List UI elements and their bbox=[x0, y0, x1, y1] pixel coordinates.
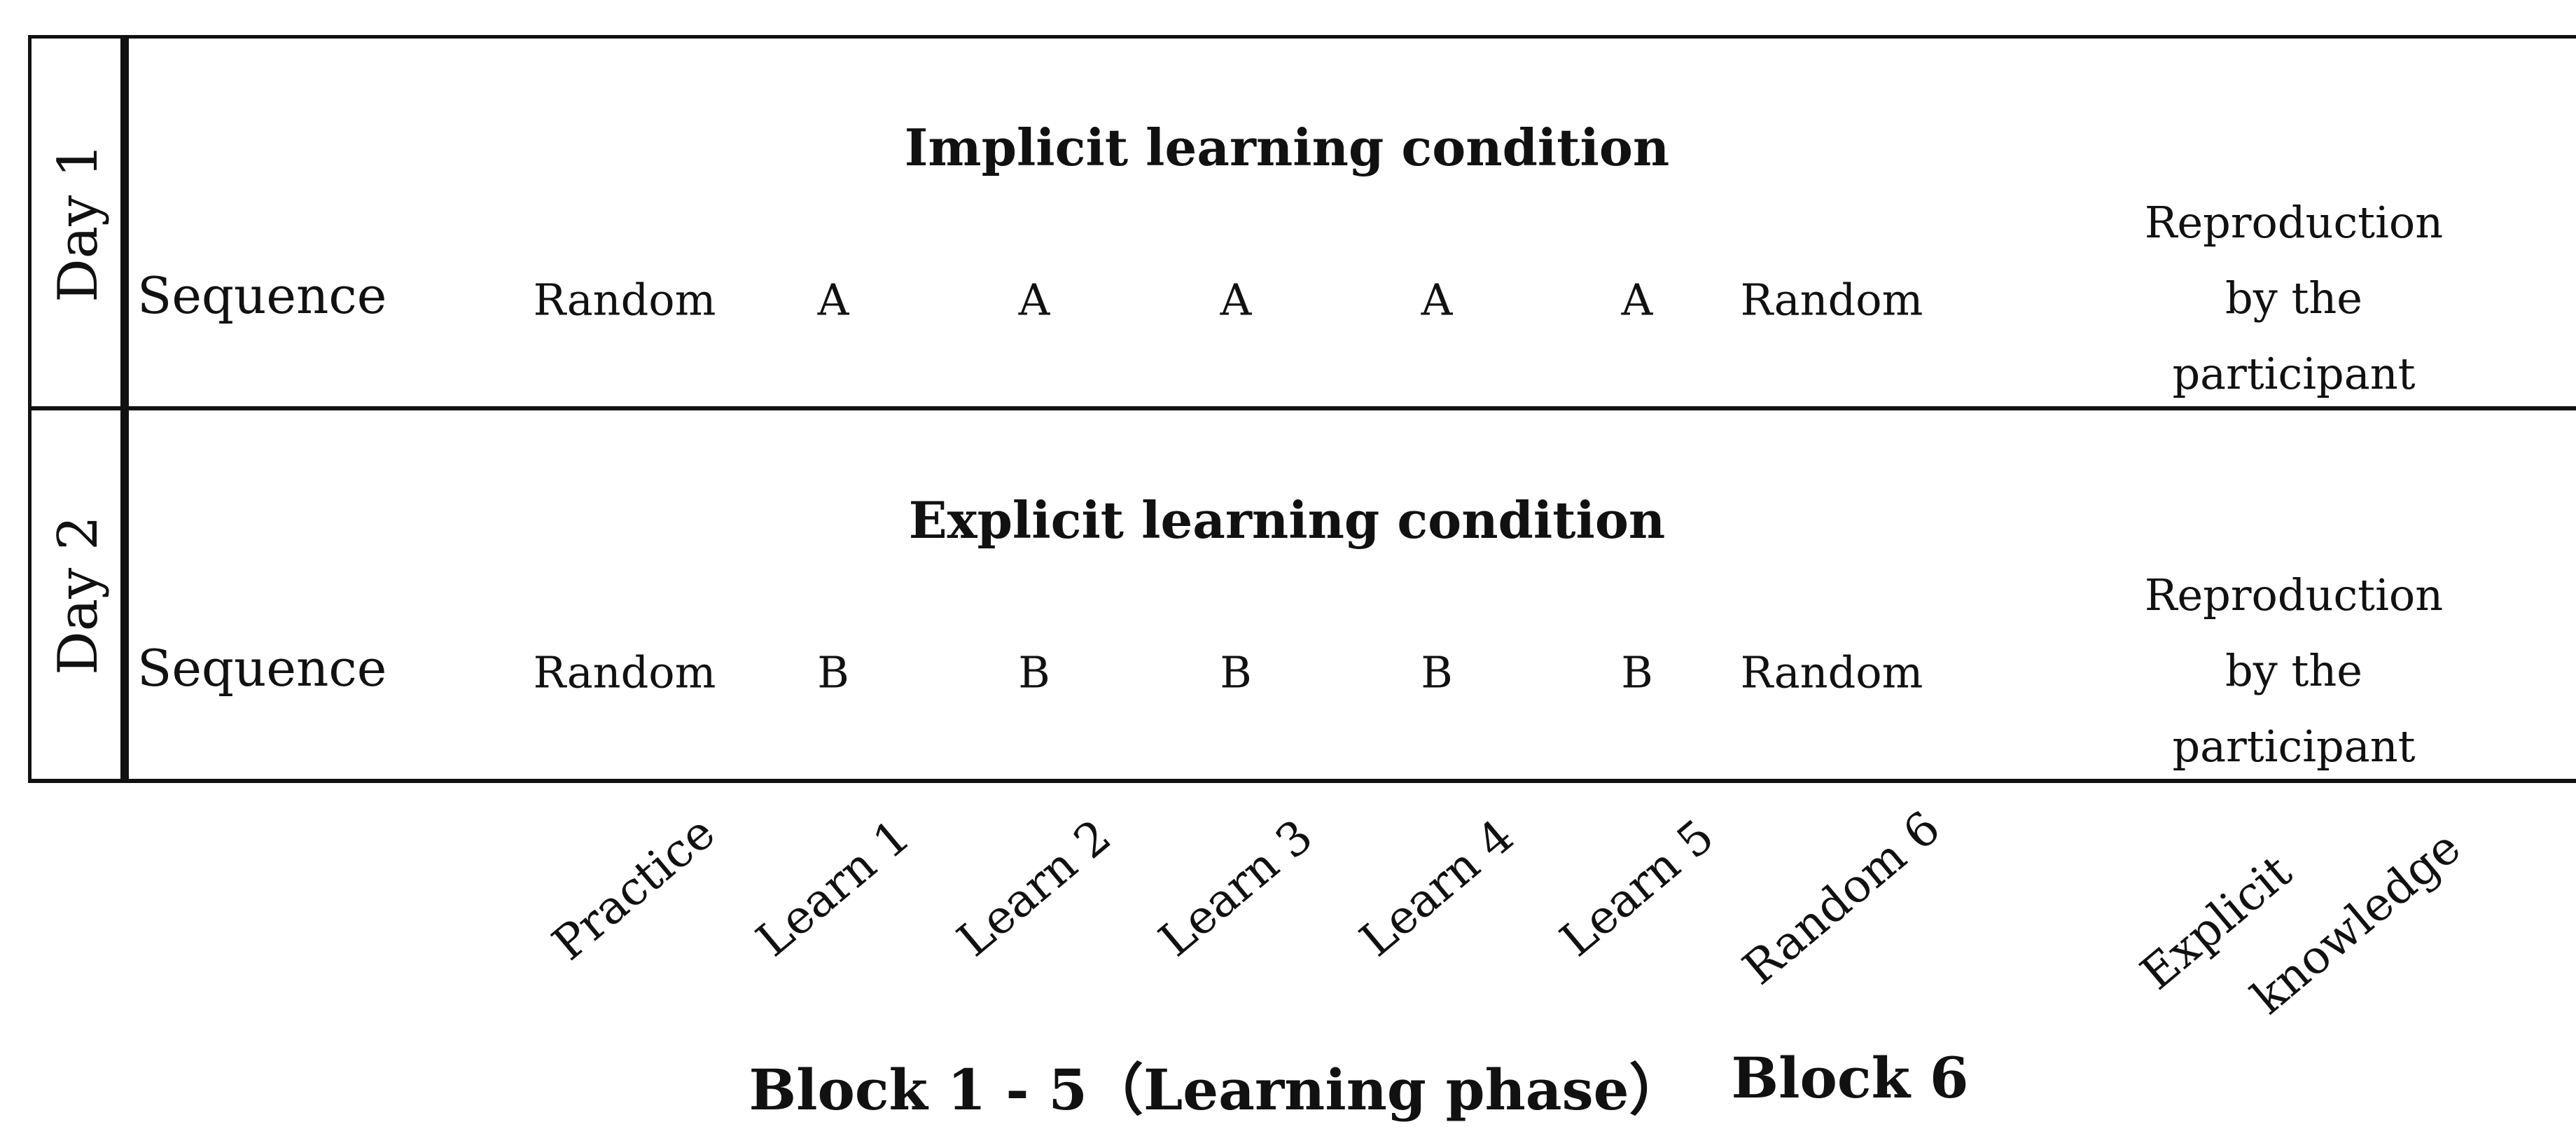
day-2-learn-1-cell: B bbox=[817, 646, 849, 698]
explicit-condition-title: Explicit learning condition bbox=[908, 490, 1666, 550]
day-1-practice-cell: Random bbox=[533, 274, 716, 326]
day-2-reproduction-cell: Reproduction by the participant bbox=[2144, 569, 2444, 772]
table-top-border bbox=[28, 35, 2576, 39]
sequence-label-day-2: Sequence bbox=[137, 639, 387, 698]
day-1-learn-3-cell: A bbox=[1220, 274, 1252, 326]
day-2-random-6-cell: Random bbox=[1740, 646, 1923, 698]
table-left-border bbox=[28, 35, 32, 783]
day-1-learn-1-cell: A bbox=[817, 274, 849, 326]
day-1-random-6-cell: Random bbox=[1740, 274, 1923, 326]
sequence-label-day-1: Sequence bbox=[137, 266, 387, 325]
learning-phase-group-label: Block 1 - 5（Learning phase） bbox=[749, 1057, 1685, 1123]
day-1-learn-4-cell: A bbox=[1421, 274, 1453, 326]
day-2-practice-cell: Random bbox=[533, 646, 716, 698]
block-6-group-label: Block 6 bbox=[1731, 1045, 1969, 1111]
day-2-learn-2-cell: B bbox=[1018, 646, 1050, 698]
day-1-learn-2-cell: A bbox=[1018, 274, 1050, 326]
day-1-learn-5-cell: A bbox=[1621, 274, 1653, 326]
day-2-learn-5-cell: B bbox=[1621, 646, 1653, 698]
table-bottom-border bbox=[28, 779, 2576, 783]
day-column-divider bbox=[120, 35, 129, 783]
day-2-learn-4-cell: B bbox=[1421, 646, 1453, 698]
day-1-reproduction-cell: Reproduction by the participant bbox=[2144, 197, 2444, 399]
day-2-learn-3-cell: B bbox=[1220, 646, 1252, 698]
implicit-condition-title: Implicit learning condition bbox=[904, 118, 1670, 177]
row-divider bbox=[28, 406, 2576, 410]
